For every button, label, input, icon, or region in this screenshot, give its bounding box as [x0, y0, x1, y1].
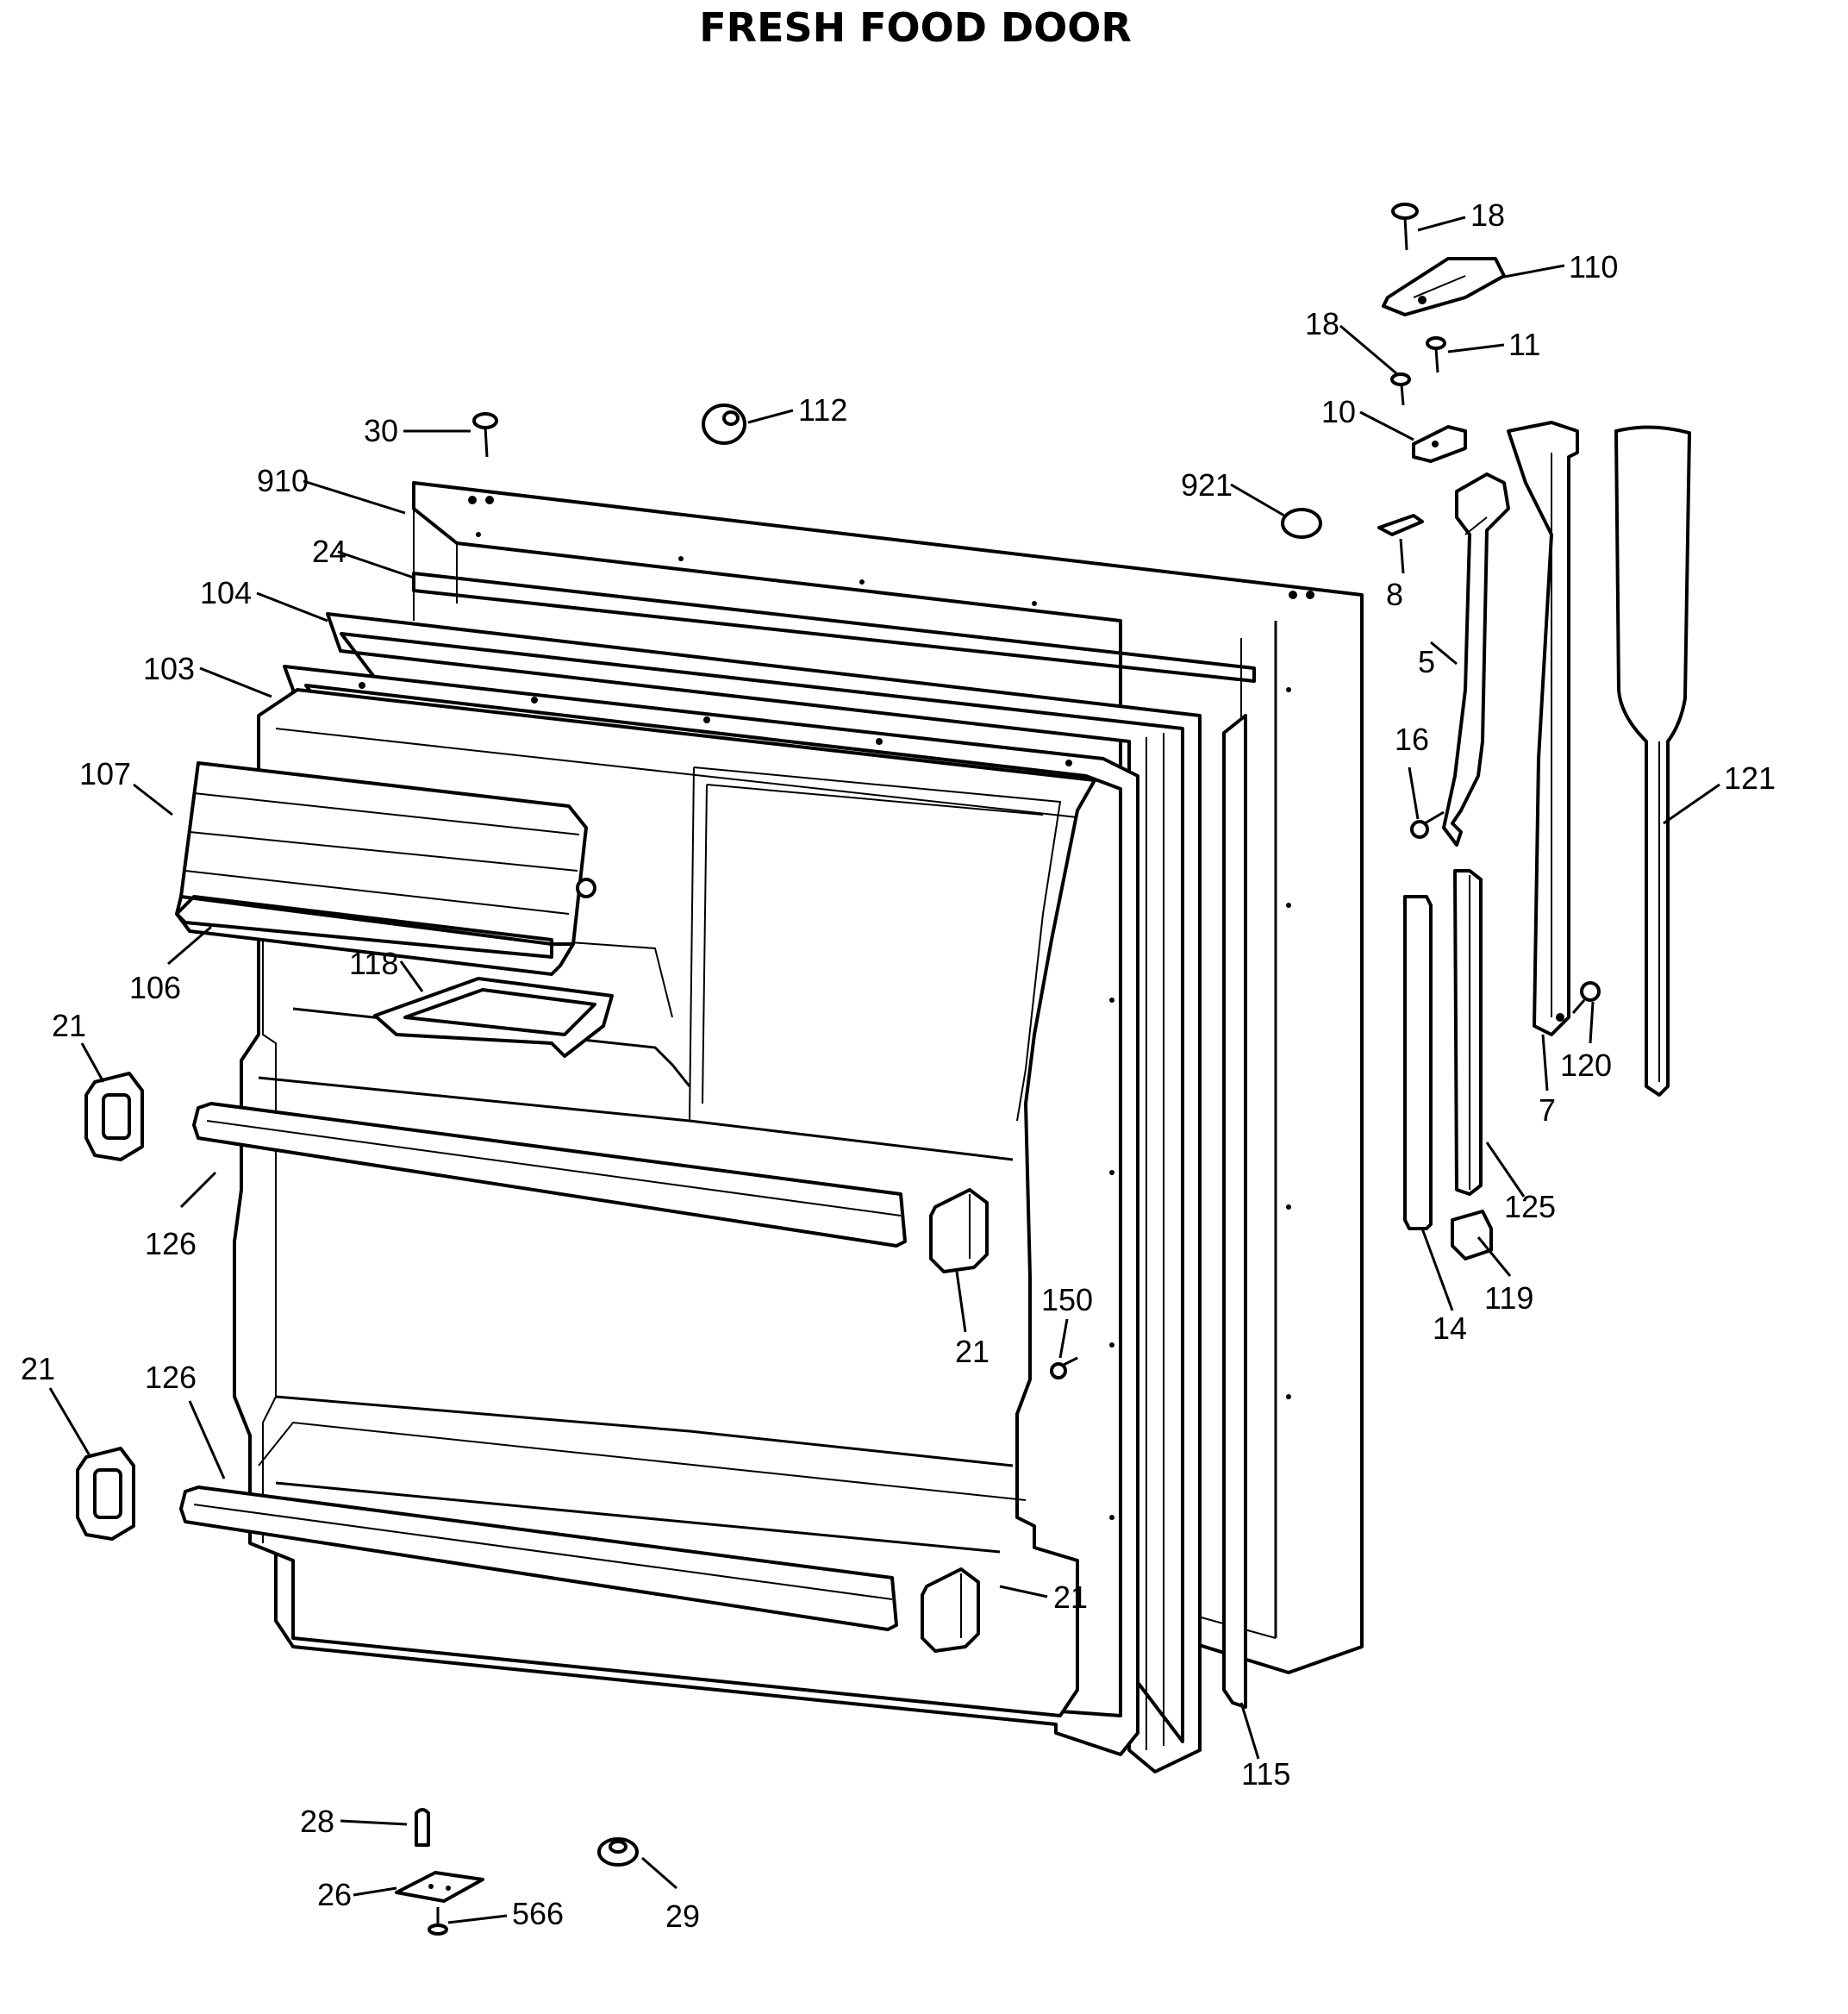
label-18: 18: [1470, 197, 1505, 233]
shelf-rail-lower-126: [179, 1485, 898, 1631]
label-21: 21: [52, 1008, 86, 1043]
screw-566: [428, 1907, 448, 1936]
label-121: 121: [1724, 760, 1776, 796]
hinge-plate-10: [1412, 425, 1467, 463]
label-125: 125: [1504, 1189, 1556, 1224]
screw-30: [472, 412, 498, 458]
screw-11: [1426, 336, 1446, 373]
label-10: 10: [1321, 394, 1356, 429]
egg-tray-118: [373, 977, 614, 1058]
label-11: 11: [1508, 327, 1540, 362]
shelf-support-21: [929, 1188, 989, 1273]
handle-bracket-7: [1507, 421, 1579, 1036]
screw-18: [1390, 372, 1411, 406]
label-910: 910: [257, 463, 309, 498]
leader-lines: [48, 216, 1720, 1924]
label-21: 21: [21, 1351, 55, 1386]
label-14: 14: [1433, 1310, 1467, 1346]
plug-921: [1281, 508, 1322, 539]
label-30: 30: [364, 413, 398, 448]
hinge-plate-26: [395, 1871, 484, 1903]
label-119: 119: [1484, 1280, 1533, 1316]
label-118: 118: [349, 946, 398, 981]
label-126: 126: [145, 1360, 197, 1395]
seal-strip-115: [1222, 714, 1247, 1709]
gasket-retainer-24: [412, 572, 1256, 683]
shelf-support-21: [76, 1447, 135, 1541]
label-7: 7: [1539, 1092, 1556, 1128]
shelf-support-21: [921, 1567, 980, 1653]
label-107: 107: [79, 756, 131, 791]
label-18: 18: [1305, 306, 1339, 341]
label-21: 21: [1053, 1579, 1088, 1615]
label-112: 112: [798, 392, 847, 428]
label-28: 28: [300, 1804, 334, 1839]
label-110: 110: [1569, 249, 1618, 285]
part-number-labels: 18 110 18 11 30 112 10 910 921 24 8 104 …: [21, 197, 1776, 1934]
handle-121: [1614, 425, 1691, 1097]
label-150: 150: [1041, 1282, 1093, 1317]
label-120: 120: [1560, 1048, 1612, 1083]
label-566: 566: [512, 1896, 564, 1931]
screw-150: [1050, 1356, 1078, 1379]
label-106: 106: [129, 970, 181, 1005]
handle-end-cap-5: [1442, 472, 1510, 847]
shim-8: [1377, 514, 1424, 536]
plug-112: [702, 403, 746, 445]
handle-trim-14: [1403, 895, 1433, 1230]
handle-trim-125: [1453, 869, 1483, 1196]
label-115: 115: [1241, 1756, 1290, 1792]
bushing-29: [597, 1837, 639, 1867]
pin-28: [415, 1808, 430, 1847]
label-921: 921: [1181, 467, 1233, 503]
shelf-support-21: [84, 1072, 144, 1161]
label-103: 103: [143, 651, 195, 686]
label-24: 24: [312, 534, 346, 569]
screw-18: [1391, 203, 1419, 251]
diagram-title: FRESH FOOD DOOR: [699, 4, 1132, 51]
dairy-door-106: [175, 895, 553, 959]
clip-119: [1451, 1210, 1493, 1260]
label-5: 5: [1418, 644, 1435, 679]
screw-16: [1410, 810, 1445, 839]
label-104: 104: [200, 575, 252, 610]
label-16: 16: [1395, 722, 1429, 757]
screw-120: [1571, 981, 1601, 1014]
label-8: 8: [1386, 577, 1403, 612]
label-21: 21: [955, 1334, 990, 1369]
label-29: 29: [665, 1898, 700, 1934]
label-126: 126: [145, 1226, 197, 1261]
hinge-cover-110: [1382, 257, 1506, 316]
label-26: 26: [317, 1877, 352, 1912]
shelf-rail-upper-126: [192, 1102, 907, 1248]
